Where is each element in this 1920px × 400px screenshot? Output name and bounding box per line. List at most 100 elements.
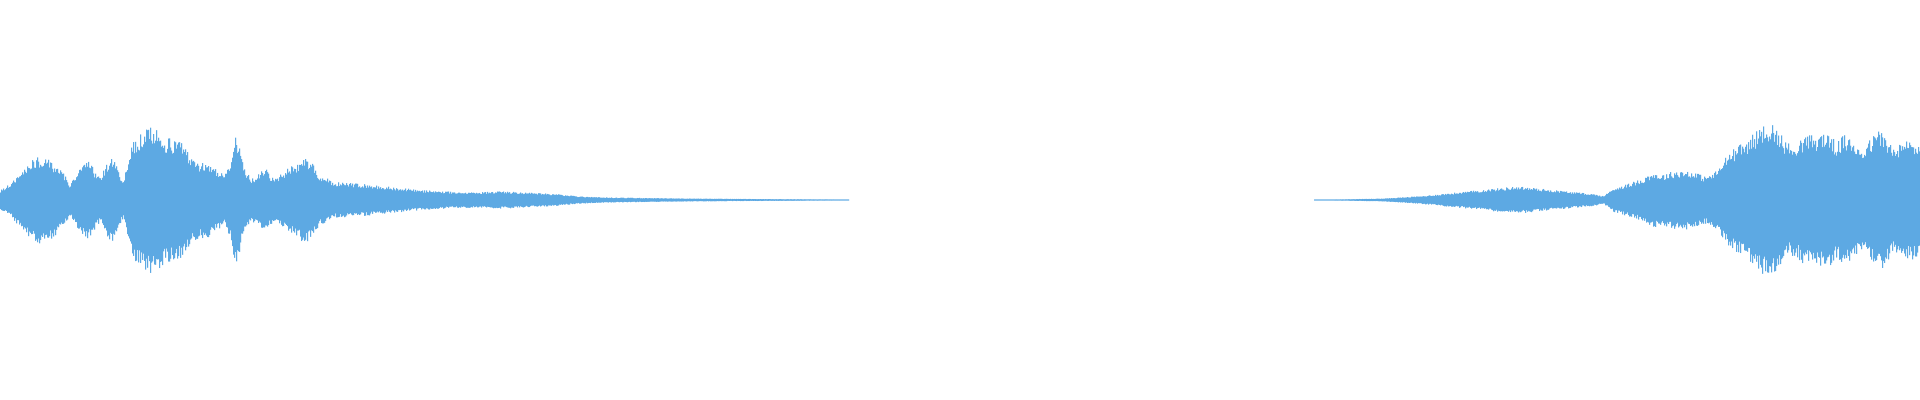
- waveform-sample: [1772, 125, 1774, 264]
- waveform-sample: [610, 197, 612, 203]
- waveform-sample: [171, 150, 173, 248]
- waveform-sample: [549, 194, 551, 206]
- waveform-sample: [1679, 177, 1681, 227]
- waveform-sample: [322, 178, 324, 224]
- waveform-sample: [126, 171, 128, 228]
- waveform-sample: [541, 194, 543, 206]
- waveform-sample: [214, 171, 216, 231]
- waveform-sample: [1620, 188, 1622, 213]
- waveform-sample: [119, 177, 121, 223]
- waveform-sample: [157, 141, 159, 260]
- waveform-sample: [704, 198, 706, 202]
- waveform-sample: [812, 199, 814, 201]
- waveform-sample: [1506, 187, 1508, 211]
- waveform-sample: [1507, 188, 1509, 212]
- waveform-sample: [1797, 153, 1799, 258]
- waveform-sample: [413, 189, 415, 210]
- waveform-sample: [1371, 198, 1373, 202]
- waveform-sample: [1364, 198, 1366, 202]
- waveform-sample: [1434, 195, 1436, 205]
- waveform-sample: [44, 163, 46, 239]
- waveform-sample: [307, 161, 309, 242]
- waveform-sample: [1323, 199, 1325, 201]
- waveform-sample: [1586, 194, 1588, 206]
- waveform-sample: [1377, 198, 1379, 202]
- waveform-sample: [1387, 198, 1389, 202]
- waveform-sample: [1736, 154, 1738, 252]
- waveform-sample: [1834, 154, 1836, 251]
- waveform-sample: [517, 193, 519, 208]
- waveform-sample: [606, 197, 608, 203]
- waveform-sample: [414, 191, 416, 209]
- waveform-sample: [1599, 195, 1601, 204]
- waveform-sample: [1761, 131, 1763, 268]
- waveform-sample: [162, 145, 164, 266]
- waveform-sample: [1752, 134, 1754, 264]
- waveform-sample: [164, 145, 166, 249]
- waveform-sample: [457, 193, 459, 208]
- waveform-sample: [65, 176, 67, 219]
- waveform-sample: [401, 190, 403, 213]
- waveform-sample: [163, 147, 165, 252]
- waveform-sample: [404, 189, 406, 210]
- waveform-sample: [247, 176, 249, 223]
- waveform-sample: [1607, 193, 1609, 206]
- waveform-sample: [1375, 198, 1377, 202]
- waveform-sample: [1725, 157, 1727, 240]
- waveform-sample: [1888, 147, 1890, 260]
- waveform-sample: [165, 152, 167, 258]
- waveform-sample: [664, 198, 666, 202]
- waveform-sample: [18, 178, 20, 221]
- waveform-sample: [85, 167, 87, 237]
- waveform-sample: [1875, 138, 1877, 261]
- waveform-sample: [53, 172, 55, 237]
- waveform-sample: [1346, 199, 1348, 201]
- waveform-sample: [41, 166, 43, 236]
- waveform-sample: [548, 194, 550, 206]
- waveform-sample: [1640, 180, 1642, 217]
- waveform-sample: [38, 161, 40, 239]
- waveform-sample: [1832, 151, 1834, 255]
- waveform-sample: [239, 148, 241, 252]
- waveform-sample: [21, 174, 23, 227]
- waveform-sample: [1746, 144, 1748, 251]
- waveform-sample: [79, 169, 81, 229]
- waveform-sample: [1664, 180, 1666, 226]
- waveform-sample: [149, 138, 151, 262]
- waveform-sample: [508, 192, 510, 208]
- waveform-sample: [1829, 147, 1831, 255]
- waveform-sample: [1602, 195, 1604, 204]
- waveform-sample: [1612, 190, 1614, 209]
- waveform-sample: [1600, 196, 1602, 204]
- waveform-sample: [1690, 177, 1692, 227]
- waveform-sample: [591, 196, 593, 203]
- waveform-sample: [1317, 199, 1319, 201]
- waveform-sample: [174, 141, 176, 259]
- waveform-sample: [293, 171, 295, 232]
- waveform-sample: [1550, 190, 1552, 208]
- waveform-sample: [1806, 145, 1808, 255]
- waveform-sample: [1697, 173, 1699, 226]
- waveform-sample: [1501, 188, 1503, 212]
- waveform-sample: [1616, 189, 1618, 211]
- waveform-sample: [834, 199, 836, 201]
- waveform-sample: [459, 192, 461, 208]
- waveform-sample: [1581, 193, 1583, 208]
- waveform-sample: [1549, 192, 1551, 209]
- waveform-sample: [1394, 198, 1396, 202]
- waveform-sample: [297, 164, 299, 231]
- waveform-sample: [3, 188, 5, 211]
- waveform-sample: [1914, 154, 1916, 247]
- waveform-sample: [1831, 139, 1833, 263]
- waveform-sample: [726, 198, 728, 202]
- waveform-sample: [1384, 198, 1386, 202]
- waveform-sample: [1398, 197, 1400, 203]
- waveform-sample: [1882, 137, 1884, 268]
- waveform-sample: [1744, 152, 1746, 251]
- waveform-sample: [263, 175, 265, 228]
- waveform-sample: [323, 180, 325, 224]
- waveform-sample: [481, 194, 483, 208]
- waveform-sample: [1624, 186, 1626, 216]
